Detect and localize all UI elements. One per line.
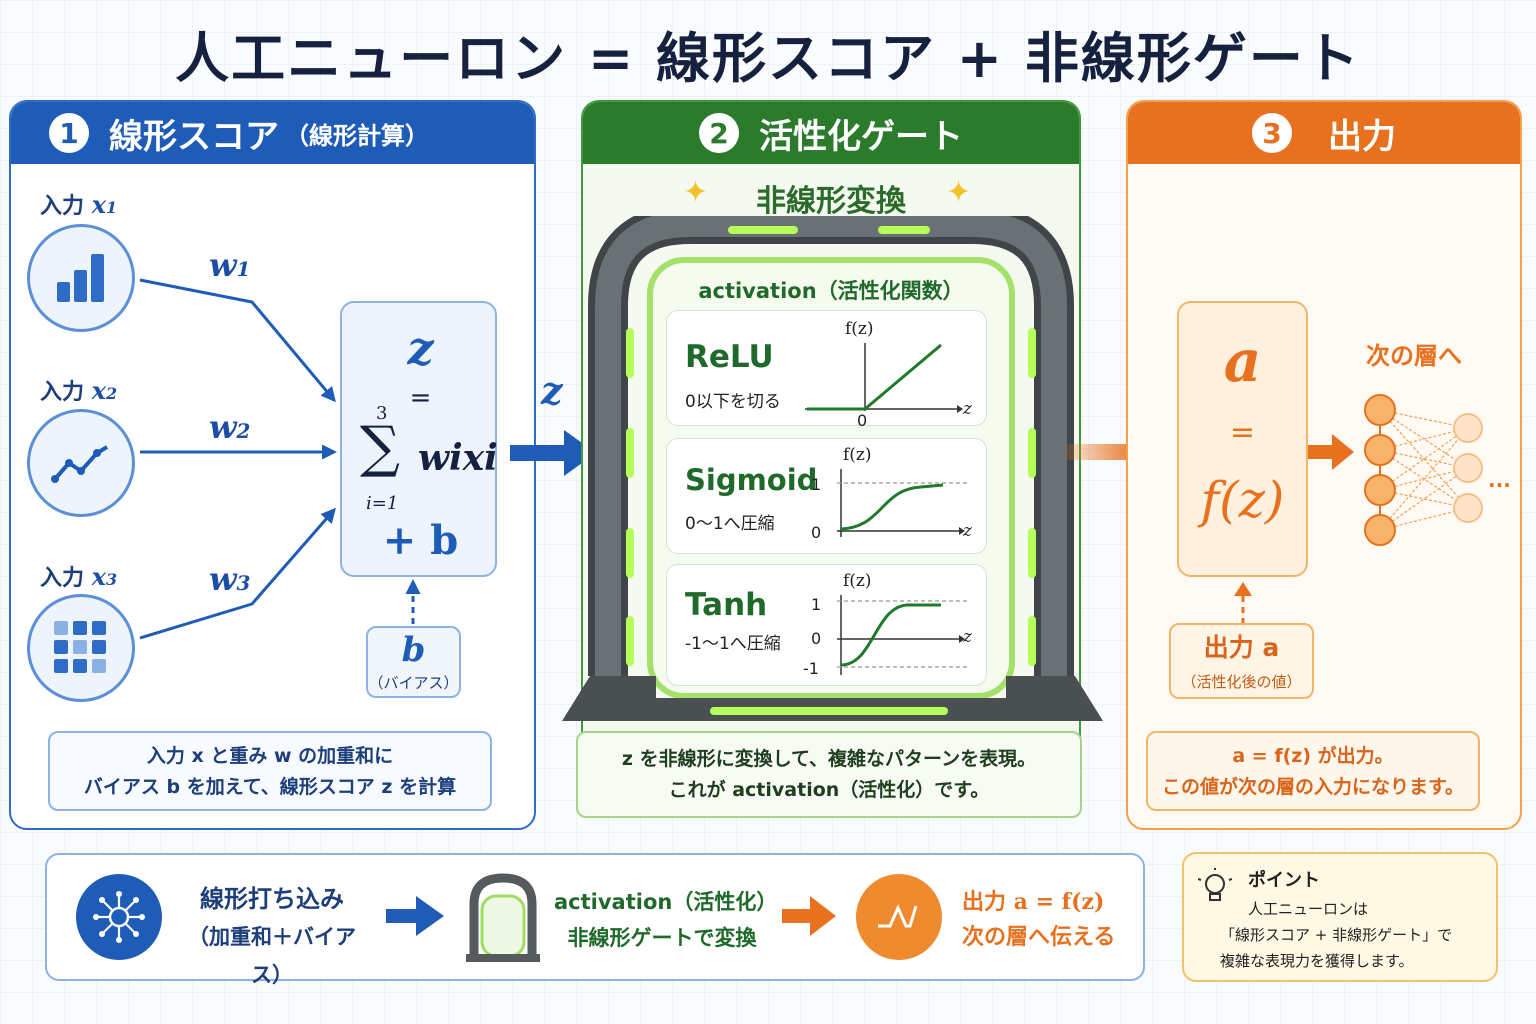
output-fz: f(z) bbox=[1200, 471, 1285, 529]
linear-formula-box: z = 3 ∑ wixi i=1 + b bbox=[340, 301, 498, 577]
output-value-box: 出力 a （活性化後の値） bbox=[1169, 623, 1314, 699]
output-value-label: 出力 a bbox=[1203, 633, 1280, 662]
flow-step-linear: 線形打ち込み （加重和＋バイアス） bbox=[188, 885, 356, 987]
relu-desc: 0以下を切る bbox=[685, 392, 781, 412]
panel1-subtitle: （線形計算） bbox=[285, 121, 429, 150]
formula-z: z bbox=[407, 321, 434, 375]
summary-flow-box bbox=[45, 853, 1145, 981]
tanh-zlabel: z bbox=[963, 627, 972, 647]
output-formula-box: a = f(z) bbox=[1177, 301, 1308, 577]
output-value-sub: （活性化後の値） bbox=[1181, 673, 1302, 691]
tanh-tick-neg1: -1 bbox=[803, 659, 819, 678]
sigmoid-desc: 0〜1へ圧縮 bbox=[685, 514, 775, 534]
formula-plus-b: + b bbox=[382, 517, 459, 564]
sparkle-icon: ✦ bbox=[683, 175, 709, 210]
output-eq: = bbox=[1229, 415, 1256, 450]
sigmoid-graph bbox=[837, 469, 969, 537]
weight-w2: w2 bbox=[209, 408, 251, 446]
sum-sigma: ∑ bbox=[360, 415, 400, 480]
weight-w1: w1 bbox=[209, 246, 251, 284]
line-chart-icon bbox=[27, 409, 135, 517]
sigmoid-zlabel: z bbox=[963, 521, 972, 541]
gate-title: 非線形変換 bbox=[756, 184, 906, 219]
tanh-card: Tanh -1〜1へ圧縮 f(z) 1 0 -1 z bbox=[666, 564, 987, 686]
lightbulb-icon bbox=[1198, 868, 1232, 901]
sigmoid-card: Sigmoid 0〜1へ圧縮 f(z) 1 0 z bbox=[666, 438, 987, 554]
panel3-title: 出力 bbox=[1328, 116, 1396, 157]
neural-network-icon bbox=[1364, 394, 1483, 546]
tanh-desc: -1〜1へ圧縮 bbox=[685, 634, 781, 654]
relu-tick-0: 0 bbox=[857, 411, 868, 430]
panel2-note: z を非線形に変換して、複雑なパターンを表現。 これが activation（活… bbox=[576, 731, 1082, 818]
bar-chart-icon bbox=[27, 224, 135, 332]
activation-function-label: activation（活性化関数） bbox=[698, 279, 964, 303]
bias-label: （バイアス） bbox=[368, 674, 459, 692]
panel1-note: 入力 x と重み w の加重和に バイアス b を加えて、線形スコア z を計算 bbox=[48, 731, 492, 811]
sigmoid-tick-1: 1 bbox=[811, 475, 822, 494]
arrow-label-z: z bbox=[541, 368, 563, 413]
relu-name: ReLU bbox=[685, 339, 774, 375]
point-box: ポイント 人工ニューロンは 「線形スコア + 非線形ゲート」で 複雑な表現力を獲… bbox=[1182, 852, 1498, 982]
panel3-header: 3 出力 bbox=[1128, 102, 1520, 164]
panel1-header: 1 線形スコア （線形計算） bbox=[11, 102, 534, 164]
flow-arrow-orange-icon bbox=[782, 896, 836, 936]
flow-step-output: 出力 a = f(z) 次の層へ伝える bbox=[962, 889, 1116, 950]
formula-eq: = bbox=[409, 383, 432, 413]
point-heading: ポイント bbox=[1248, 870, 1320, 891]
panel2-title: 活性化ゲート bbox=[759, 116, 963, 157]
step-number-1: 1 bbox=[49, 113, 89, 153]
bias-symbol: b bbox=[401, 630, 426, 670]
mini-gate-icon bbox=[466, 873, 540, 962]
step-number-2: 2 bbox=[699, 113, 739, 153]
flow-step-activation: activation（活性化） 非線形ゲートで変換 bbox=[554, 890, 778, 950]
sigmoid-tick-0: 0 bbox=[811, 523, 822, 542]
relu-card: ReLU 0以下を切る f(z) 0 z bbox=[666, 310, 987, 430]
panel2-header: 2 活性化ゲート bbox=[583, 102, 1079, 164]
step-number-3: 3 bbox=[1252, 113, 1292, 153]
input-label-3: 入力 x3 bbox=[40, 562, 118, 591]
panel3-note: a = f(z) が出力。 この値が次の層の入力になります。 bbox=[1146, 731, 1480, 811]
sum-upper: 3 bbox=[376, 403, 388, 424]
relu-fz: f(z) bbox=[845, 319, 874, 339]
tanh-graph bbox=[837, 595, 969, 675]
output-a: a bbox=[1223, 327, 1262, 395]
page-title: 人工ニューロン = 線形スコア + 非線形ゲート bbox=[175, 27, 1361, 90]
tanh-tick-1: 1 bbox=[811, 595, 822, 614]
sum-term: wixi bbox=[418, 437, 498, 479]
tanh-name: Tanh bbox=[685, 587, 768, 623]
connector-x1 bbox=[139, 278, 336, 403]
input-label-2: 入力 x2 bbox=[40, 376, 118, 405]
weight-w3: w3 bbox=[209, 560, 251, 598]
relu-zlabel: z bbox=[963, 399, 972, 419]
grid-icon bbox=[27, 594, 135, 702]
sigmoid-fz: f(z) bbox=[843, 445, 872, 465]
arrow-next-icon bbox=[1308, 434, 1354, 470]
more-dots: ... bbox=[1488, 468, 1511, 492]
input-label-1: 入力 x1 bbox=[40, 190, 118, 219]
point-text: 人工ニューロンは 「線形スコア + 非線形ゲート」で 複雑な表現力を獲得します。 bbox=[1220, 900, 1453, 970]
relu-graph bbox=[805, 343, 963, 413]
sigmoid-name: Sigmoid bbox=[685, 463, 818, 497]
output-arrow-up bbox=[1234, 582, 1252, 624]
bias-box: b （バイアス） bbox=[366, 626, 461, 698]
tanh-tick-0: 0 bbox=[811, 629, 822, 648]
next-layer-label: 次の層へ bbox=[1366, 342, 1462, 370]
output-signal-icon bbox=[856, 874, 942, 960]
connector-x3 bbox=[139, 507, 336, 640]
panel1-title: 線形スコア bbox=[109, 116, 279, 157]
tanh-fz: f(z) bbox=[843, 571, 872, 591]
neuron-icon bbox=[76, 874, 162, 960]
sparkle-icon: ✦ bbox=[946, 175, 972, 210]
sum-lower: i=1 bbox=[366, 493, 399, 514]
arrow-right-blue-icon bbox=[510, 430, 596, 476]
flow-arrow-blue-icon bbox=[386, 896, 444, 936]
